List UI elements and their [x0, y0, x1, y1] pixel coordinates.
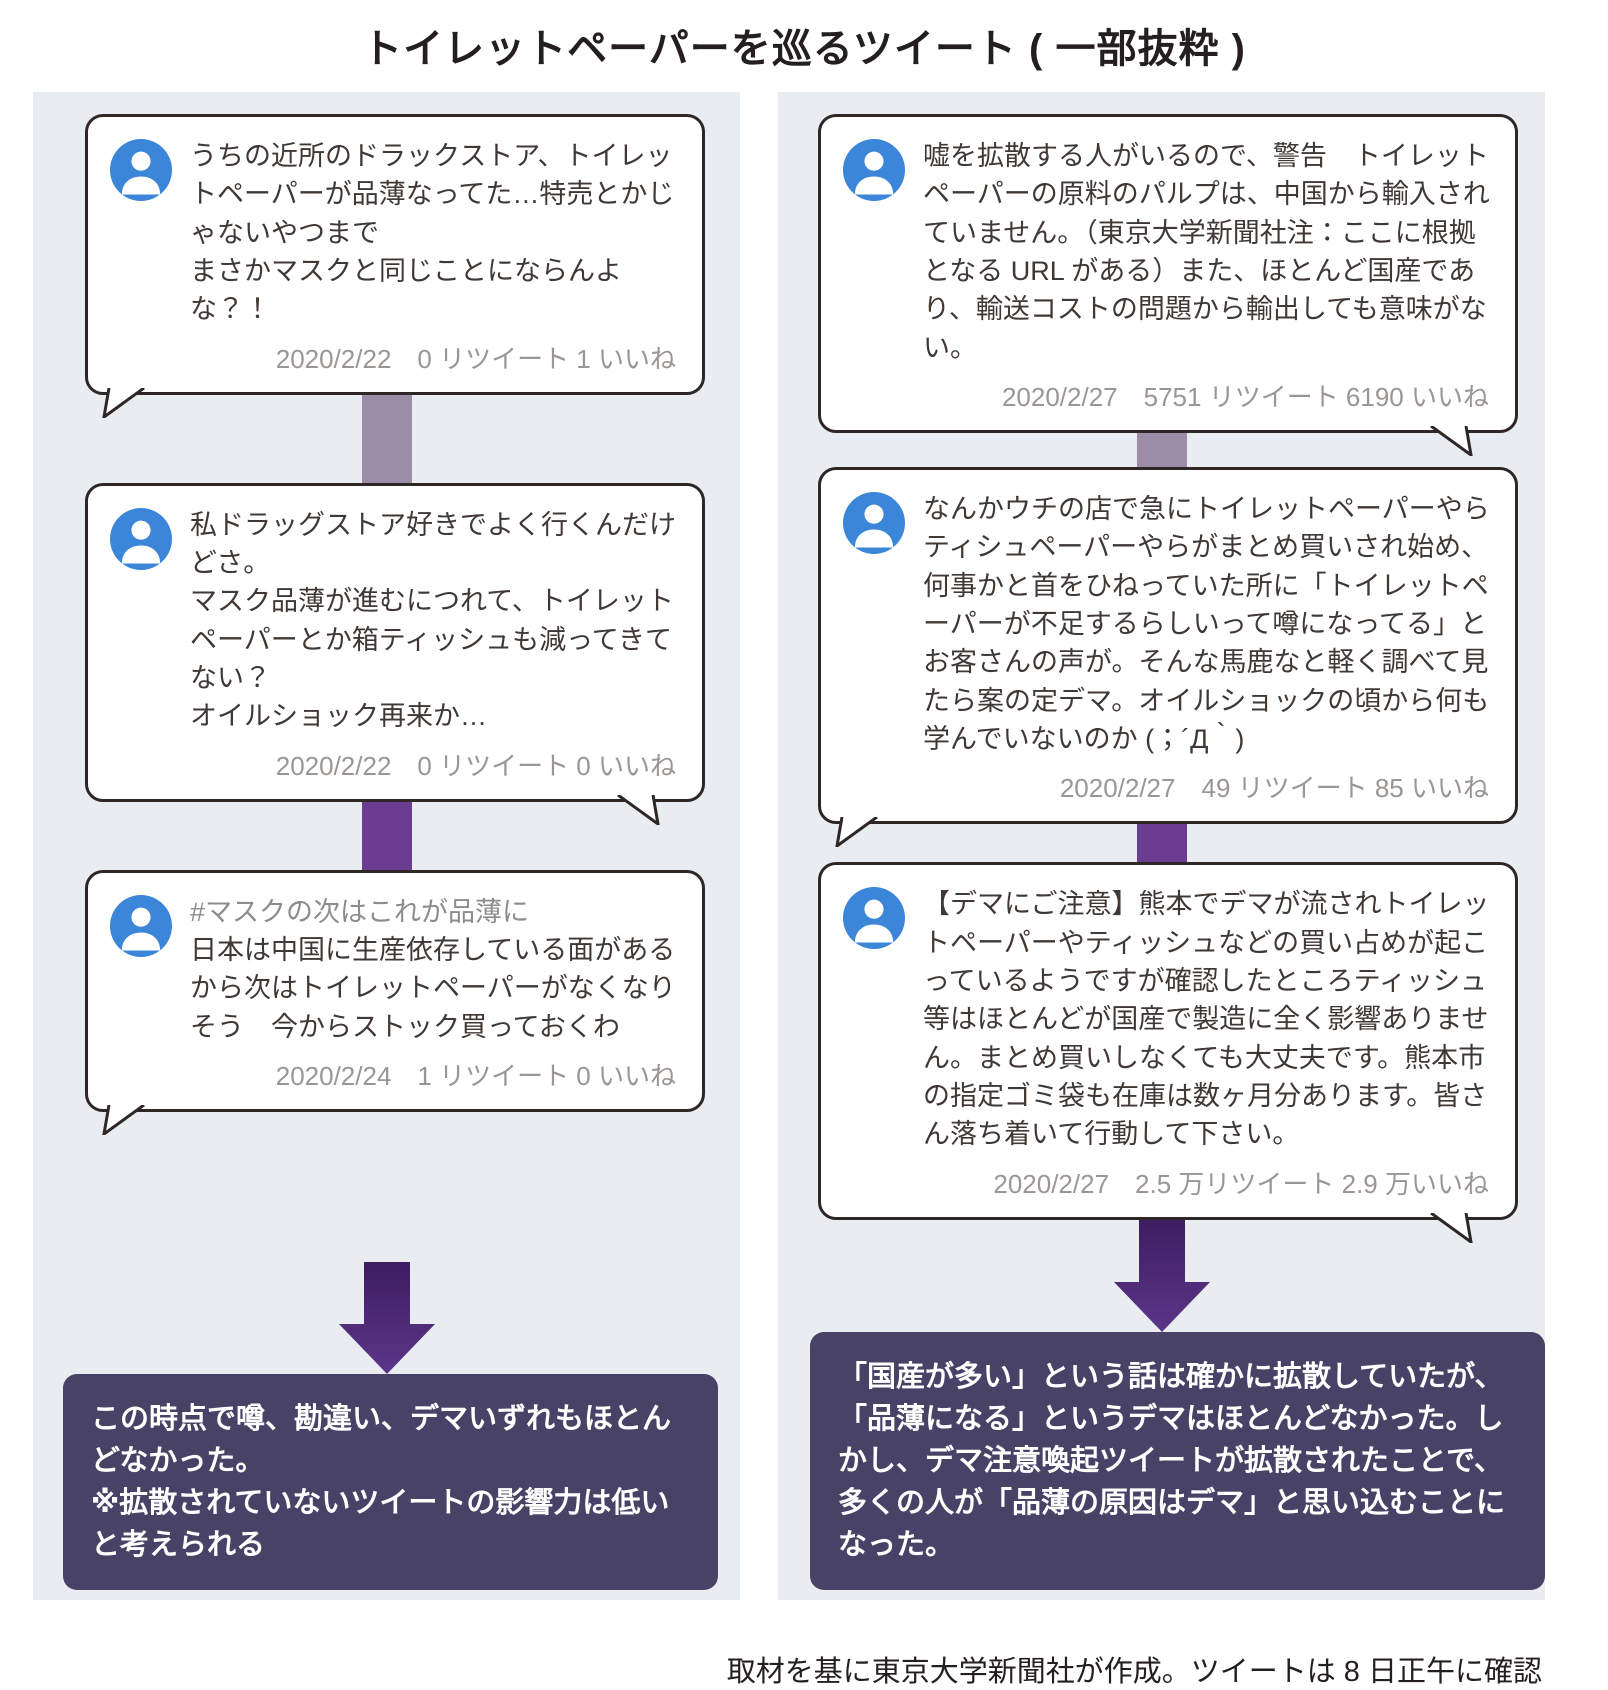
conclusion-group: 「国産が多い」という話は確かに拡散していたが、「品薄になる」というデマはほとんど… [778, 1219, 1545, 1590]
tweet-card: なんかウチの店で急にトイレットペーパーやらティシュペーパーやらがまとめ買いされ始… [818, 466, 1518, 848]
tweet-card: 【デマにご注意】熊本でデマが流されトイレットペーパーやティッシュなどの買い占めが… [818, 862, 1518, 1243]
speech-tail-icon [1427, 1212, 1473, 1243]
user-avatar-icon [843, 887, 905, 950]
flow-connector [1136, 824, 1187, 863]
tweet-meta: 2020/2/27 5751 リツイート 6190 いいね [1001, 381, 1489, 412]
tweet-card: 私ドラッグストア好きでよく行くんだけどさ。 マスク品薄が進むにつれて、トイレット… [85, 482, 705, 825]
user-avatar-icon [843, 491, 905, 554]
speech-tail-icon [614, 794, 660, 825]
source-note: 取材を基に東京大学新聞社が作成。ツイートは 8 日正午に確認 [726, 1655, 1542, 1688]
tweet-meta: 2020/2/27 2.5 万リツイート 2.9 万いいね [993, 1168, 1489, 1199]
tweet-card: 嘘を拡散する人がいるので、警告 トイレットペーパーの原料のパルプは、中国から輸入… [818, 114, 1518, 456]
page-title: トイレットペーパーを巡るツイート ( 一部抜粋 ) [362, 27, 1246, 71]
conclusion-group: この時点で噂、勘違い、デマいずれもほとんどなかった。 ※拡散されていないツイート… [33, 1261, 740, 1590]
tweet-meta: 2020/2/27 49 リツイート 85 いいね [1059, 773, 1489, 804]
speech-tail-icon [102, 387, 148, 418]
tweet-hashtag: #マスクの次はこれが品薄に [190, 896, 530, 927]
tweet-text: 【デマにご注意】熊本でデマが流されトイレットペーパーやティッシュなどの買い占めが… [923, 889, 1490, 1150]
tweet-text: 嘘を拡散する人がいるので、警告 トイレットペーパーの原料のパルプは、中国から輸入… [923, 141, 1490, 363]
speech-tail-icon [835, 817, 881, 848]
tweet-text: 私ドラッグストア好きでよく行くんだけどさ。 マスク品薄が進むにつれて、トイレット… [190, 509, 676, 732]
user-avatar-icon [110, 507, 172, 570]
user-avatar-icon [110, 139, 172, 201]
speech-tail-icon [102, 1104, 148, 1135]
tweet-text: 日本は中国に生産依存している面があるから次はトイレットペーパーがなくなりそう 今… [190, 934, 676, 1042]
right-panel: 嘘を拡散する人がいるので、警告 トイレットペーパーの原料のパルプは、中国から輸入… [778, 92, 1545, 1600]
flow-connector [361, 394, 412, 483]
tweet-meta: 2020/2/24 1 リツイート 0 いいね [275, 1060, 676, 1091]
flow-connector [361, 801, 412, 870]
tweet-text: なんかウチの店で急にトイレットペーパーやらティシュペーパーやらがまとめ買いされ始… [923, 493, 1490, 754]
user-avatar-icon [843, 139, 905, 201]
tweet-text: うちの近所のドラックストア、トイレットペーパーが品薄なってた…特売とかじゃないや… [190, 141, 675, 325]
two-column-layout: うちの近所のドラックストア、トイレットペーパーが品薄なってた…特売とかじゃないや… [0, 92, 1608, 1600]
flow-connector [1136, 432, 1187, 467]
tweet-meta: 2020/2/22 0 リツイート 1 いいね [275, 343, 676, 374]
tweet-card: #マスクの次はこれが品薄に 日本は中国に生産依存している面があるから次はトイレッ… [85, 869, 705, 1135]
down-arrow-icon [338, 1261, 435, 1374]
tweet-card: うちの近所のドラックストア、トイレットペーパーが品薄なってた…特売とかじゃないや… [85, 114, 705, 418]
down-arrow-icon [1113, 1219, 1210, 1332]
summary-box: この時点で噂、勘違い、デマいずれもほとんどなかった。 ※拡散されていないツイート… [63, 1373, 718, 1590]
tweet-meta: 2020/2/22 0 リツイート 0 いいね [275, 750, 676, 781]
user-avatar-icon [110, 894, 172, 957]
speech-tail-icon [1427, 425, 1473, 456]
left-panel: うちの近所のドラックストア、トイレットペーパーが品薄なってた…特売とかじゃないや… [33, 92, 740, 1600]
summary-box: 「国産が多い」という話は確かに拡散していたが、「品薄になる」というデマはほとんど… [810, 1331, 1545, 1590]
